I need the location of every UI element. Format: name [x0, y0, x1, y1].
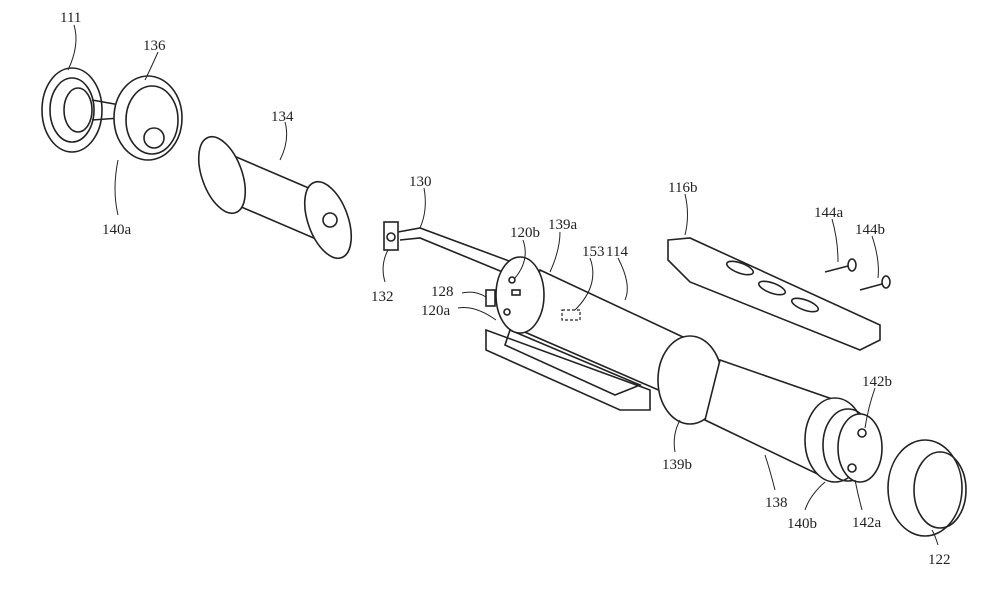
- label-116b: 116b: [668, 180, 697, 196]
- bracket-130: [383, 221, 521, 276]
- end-cap-assembly-111: [41, 67, 183, 161]
- label-136: 136: [143, 38, 166, 54]
- label-140b: 140b: [787, 516, 817, 532]
- screws-144: [824, 258, 891, 291]
- bar-116b: [667, 237, 881, 351]
- label-139a: 139a: [548, 217, 578, 233]
- label-142a: 142a: [852, 515, 882, 531]
- label-144a: 144a: [814, 205, 844, 221]
- label-139b: 139b: [662, 457, 692, 473]
- ring-122: [887, 439, 967, 537]
- label-134: 134: [271, 109, 294, 125]
- label-120b: 120b: [510, 225, 540, 241]
- label-138: 138: [765, 495, 788, 511]
- label-153: 153: [582, 244, 605, 260]
- main-body-114: [485, 256, 883, 483]
- leader-lines: [67, 24, 939, 546]
- label-142b: 142b: [862, 374, 892, 390]
- label-144b: 144b: [855, 222, 885, 238]
- label-130: 130: [409, 174, 432, 190]
- label-122: 122: [928, 552, 951, 568]
- label-128: 128: [431, 284, 454, 300]
- label-111: 111: [60, 10, 81, 26]
- label-140a: 140a: [102, 222, 132, 238]
- cylinder-134: [197, 135, 353, 260]
- label-120a: 120a: [421, 303, 451, 319]
- label-114: 114: [606, 244, 628, 260]
- label-132: 132: [371, 289, 394, 305]
